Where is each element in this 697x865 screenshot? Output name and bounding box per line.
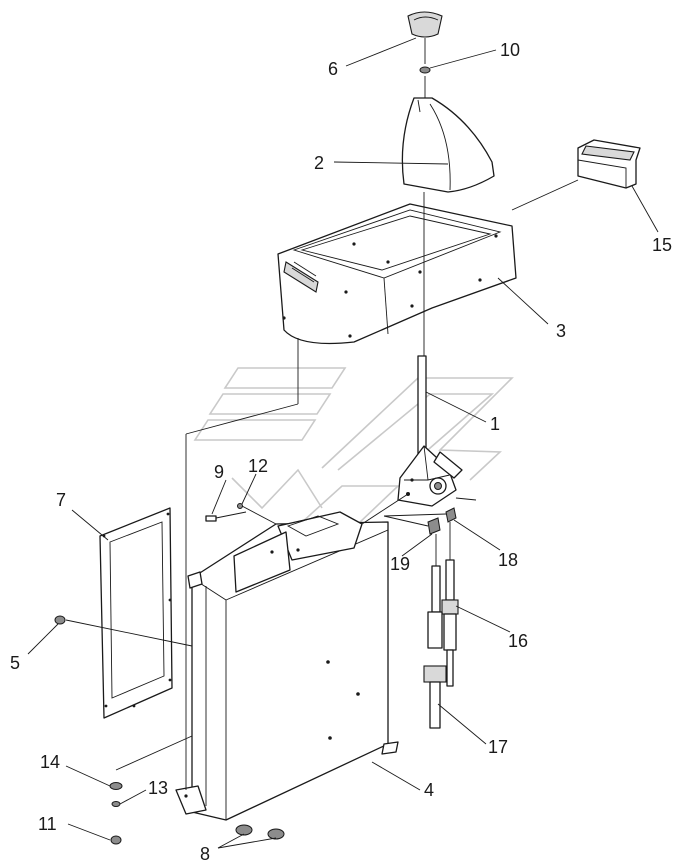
callout-5: 5 (10, 653, 20, 673)
part-17-cable (423, 565, 447, 729)
assembly-lines (65, 38, 579, 790)
part-5-screw (54, 615, 66, 625)
callout-6: 6 (328, 59, 338, 79)
part-13-washer (111, 801, 121, 807)
callout-15: 15 (652, 235, 672, 255)
callout-1: 1 (490, 414, 500, 434)
part-12-washer (237, 503, 243, 509)
part-7-cover-panel (99, 507, 173, 719)
callout-labels: 6 10 2 15 3 1 9 12 7 5 18 19 16 17 4 14 … (10, 40, 672, 864)
callout-2: 2 (314, 153, 324, 173)
part-19-cable-fitting (427, 517, 441, 566)
part-4-console-box (175, 511, 399, 821)
callout-13: 13 (148, 778, 168, 798)
callout-4: 4 (424, 780, 434, 800)
part-18-cable-fitting (445, 507, 457, 560)
part-14-washer (109, 782, 123, 790)
callout-17: 17 (488, 737, 508, 757)
part-8-feet (235, 824, 285, 840)
callout-14: 14 (40, 752, 60, 772)
part-2-shift-boot (401, 97, 495, 193)
callout-3: 3 (556, 321, 566, 341)
callout-11: 11 (38, 814, 57, 834)
callout-7: 7 (56, 490, 66, 510)
part-3-console-housing (277, 203, 517, 345)
part-11-nut (110, 835, 122, 845)
part-9-screw (205, 515, 217, 522)
callout-10: 10 (500, 40, 520, 60)
callout-9: 9 (214, 462, 224, 482)
callout-16: 16 (508, 631, 528, 651)
part-1-shift-lever (397, 355, 463, 507)
callout-19: 19 (390, 554, 410, 574)
part-6-shift-knob (407, 11, 443, 38)
part-15-switch-block (577, 139, 641, 189)
callout-leaders (27, 37, 659, 849)
callout-18: 18 (498, 550, 518, 570)
callout-12: 12 (248, 456, 268, 476)
callout-8: 8 (200, 844, 210, 864)
watermark (193, 367, 514, 525)
part-10-nut (419, 66, 431, 74)
